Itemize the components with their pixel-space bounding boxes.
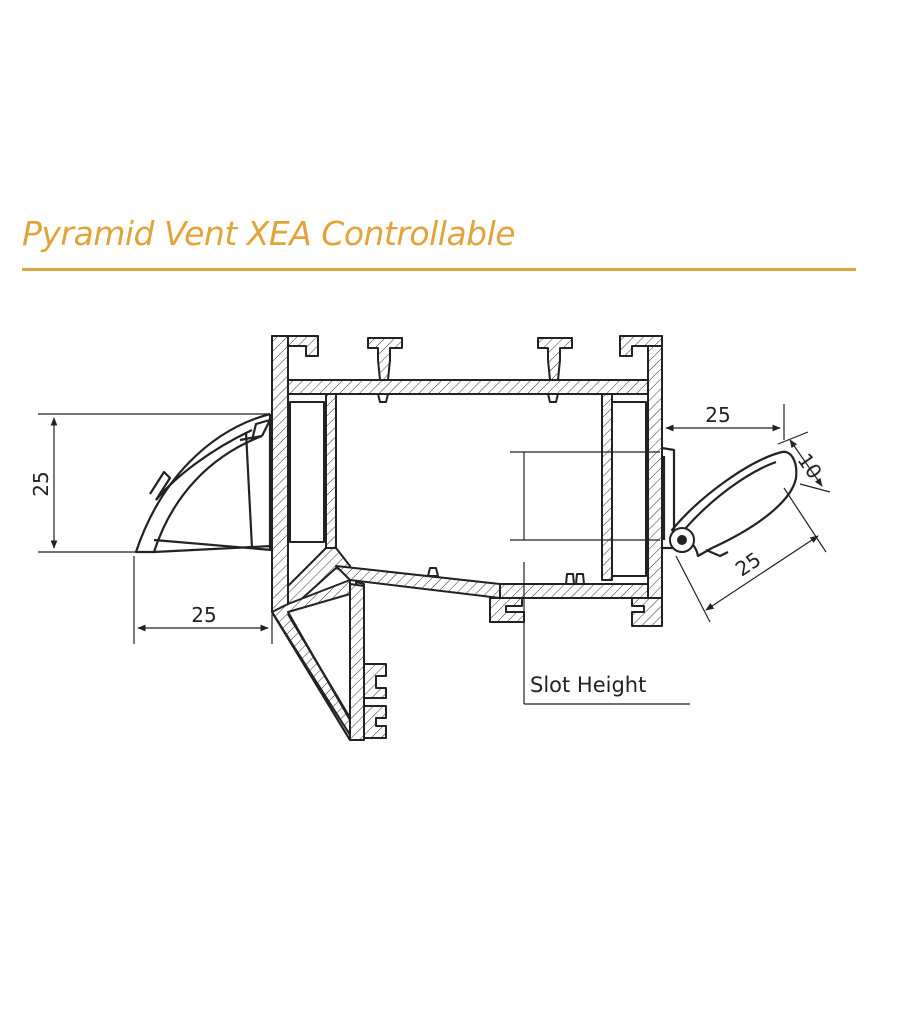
left-vertical-dim-value: 25 — [29, 471, 53, 496]
slot-height-label: Slot Height — [530, 673, 646, 697]
slot-height-dimension — [510, 451, 690, 705]
right-top-dimension — [661, 404, 785, 440]
right-diagonal-long-dim-value: 25 — [731, 547, 766, 581]
right-top-dim-value: 25 — [705, 403, 730, 427]
left-hood — [134, 412, 273, 554]
right-diagonal-dimensions — [675, 431, 831, 623]
page-title: Pyramid Vent XEA Controllable — [22, 214, 516, 253]
right-flap — [661, 446, 798, 558]
left-horizontal-dim-value: 25 — [191, 603, 216, 627]
title-underline — [22, 268, 856, 271]
left-horizontal-dimension — [133, 556, 273, 644]
right-diagonal-short-dim-value: 10 — [793, 449, 827, 484]
left-vertical-dimension — [38, 413, 270, 553]
frame-extrusion — [271, 335, 663, 741]
